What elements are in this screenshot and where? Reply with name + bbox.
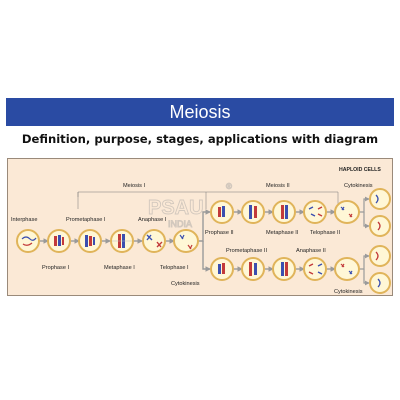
cell-telophase-2-bottom bbox=[334, 257, 360, 281]
label-prophase-2: Prophase II bbox=[205, 230, 234, 236]
cell-interphase bbox=[16, 229, 40, 253]
cell-prometaphase-1 bbox=[78, 229, 102, 253]
label-anaphase-2: Anaphase II bbox=[296, 248, 326, 254]
cell-prophase-1 bbox=[47, 229, 71, 253]
cell-anaphase-2-bottom bbox=[303, 257, 327, 281]
watermark: PSAU ® INDIA bbox=[148, 182, 233, 230]
label-metaphase-2: Metaphase II bbox=[266, 230, 299, 236]
phase-brackets bbox=[77, 191, 339, 209]
label-telophase-1: Telophase I bbox=[160, 265, 189, 271]
page-title: Meiosis bbox=[169, 101, 231, 122]
label-telophase-2: Telophase II bbox=[310, 230, 341, 236]
cell-telophase-2b-top bbox=[334, 200, 360, 224]
cell-metaphase-2-bottom bbox=[272, 257, 296, 281]
split-arrows bbox=[198, 209, 211, 272]
label-prometaphase-1: Prometaphase I bbox=[66, 217, 106, 223]
watermark-mark: ® bbox=[226, 182, 232, 191]
title-banner: Meiosis bbox=[6, 98, 394, 126]
cell-telophase-1 bbox=[173, 229, 199, 253]
label-interphase: Interphase bbox=[11, 217, 37, 223]
cell-anaphase-1 bbox=[142, 229, 166, 253]
label-cytokinesis-1: Cytokinesis bbox=[171, 281, 200, 287]
meiosis-1-label: Meiosis I bbox=[123, 183, 146, 189]
label-prometaphase-2: Prometaphase II bbox=[226, 248, 267, 254]
cell-metaphase-2-top bbox=[241, 200, 265, 224]
label-anaphase-1: Anaphase I bbox=[138, 217, 167, 223]
watermark-sub: INDIA bbox=[168, 219, 192, 229]
cell-metaphase-1 bbox=[110, 229, 134, 253]
meiosis-diagram: PSAU ® INDIA HAPLOID CELLS Meiosis I Mei… bbox=[11, 167, 391, 295]
haploid-cell-2 bbox=[369, 215, 391, 237]
cell-prophase-2-top bbox=[210, 200, 234, 224]
cell-telophase-2a-top bbox=[303, 200, 327, 224]
label-cytokinesis-bottom: Cytokinesis bbox=[334, 289, 363, 295]
cell-prometaphase-2-bottom bbox=[241, 257, 265, 281]
haploid-cell-3 bbox=[369, 245, 391, 267]
haploid-cells-label: HAPLOID CELLS bbox=[339, 167, 381, 173]
haploid-cell-1 bbox=[369, 188, 391, 210]
label-prophase-1: Prophase I bbox=[42, 265, 69, 271]
label-metaphase-1: Metaphase I bbox=[104, 265, 135, 271]
meiosis-diagram-panel: PSAU ® INDIA HAPLOID CELLS Meiosis I Mei… bbox=[7, 158, 393, 296]
page-subtitle: Definition, purpose, stages, application… bbox=[21, 132, 379, 146]
haploid-cell-4 bbox=[369, 272, 391, 294]
cell-metaphase-2b-top bbox=[272, 200, 296, 224]
label-cytokinesis-top: Cytokinesis bbox=[344, 183, 373, 189]
final-split-arrows bbox=[358, 196, 370, 286]
cell-prophase-2-bottom bbox=[210, 257, 234, 281]
watermark-logo: PSAU bbox=[148, 197, 204, 219]
meiosis-2-label: Meiosis II bbox=[266, 183, 290, 189]
